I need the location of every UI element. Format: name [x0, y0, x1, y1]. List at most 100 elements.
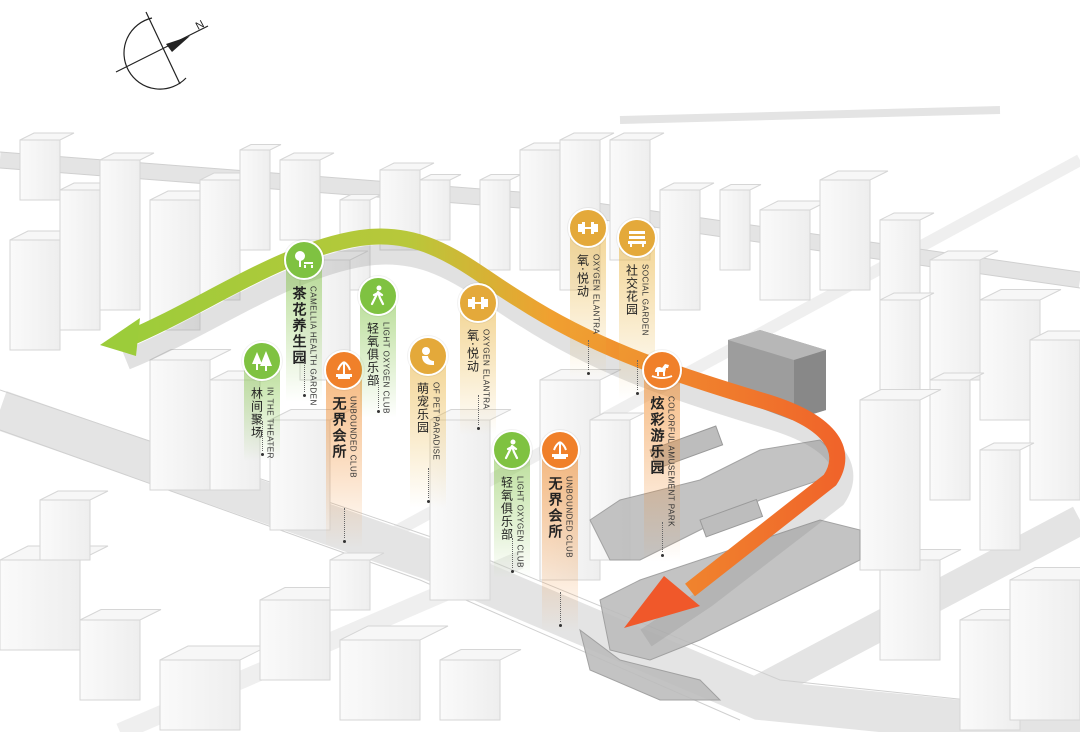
- pin-anchor-dot: [303, 394, 306, 397]
- pin-leader: [588, 340, 589, 370]
- pin-leader: [378, 378, 379, 408]
- building-roof: [100, 153, 154, 160]
- pin-anchor-dot: [427, 500, 430, 503]
- building-roof: [980, 290, 1061, 301]
- pet-icon: [416, 344, 440, 368]
- pin-leader: [662, 522, 663, 552]
- walker-icon: [366, 284, 390, 308]
- pin-badge: [642, 350, 682, 390]
- building-block: [420, 180, 450, 240]
- fountain-icon: [548, 438, 572, 462]
- pin-label-zh: 社交花园: [626, 264, 638, 336]
- pin-leader: [344, 508, 345, 538]
- rocking-horse-icon: [650, 358, 674, 382]
- pin-anchor-dot: [587, 372, 590, 375]
- pin-label-zh: 炫彩游乐园: [650, 396, 664, 527]
- pin-badge: [492, 430, 532, 470]
- pin-leader: [304, 362, 305, 392]
- building-block: [150, 360, 210, 490]
- building-block: [1030, 340, 1080, 500]
- pin-label-en: OF PET PARADISE: [432, 382, 440, 460]
- building-block: [260, 600, 330, 680]
- pin-badge: [458, 283, 498, 323]
- building-block: [440, 660, 500, 720]
- pin-anchor-dot: [661, 554, 664, 557]
- building-block: [240, 150, 270, 250]
- pin-leader: [262, 421, 263, 451]
- building-block: [40, 500, 90, 560]
- pin-label-en: LIGHT OXYGEN CLUB: [382, 322, 390, 414]
- pin-leader: [478, 395, 479, 425]
- building-block: [330, 560, 370, 610]
- pin-badge: [358, 276, 398, 316]
- building-roof: [240, 145, 281, 151]
- building-roof: [380, 163, 434, 170]
- building-block: [660, 190, 700, 310]
- route-arrowhead-start: [100, 318, 140, 356]
- pin-leader: [560, 592, 561, 622]
- pin-anchor-dot: [377, 410, 380, 413]
- pin-label-en: UNBOUNDED CLUB: [565, 476, 573, 558]
- pin-theater: 林间聚场IN THE THEATER: [244, 343, 280, 461]
- pin-label-en: OXYGEN ELANTRA: [592, 254, 600, 334]
- pin-leader: [512, 538, 513, 568]
- building-roof: [880, 213, 934, 220]
- building-block: [20, 140, 60, 200]
- pin-oxygen-club-right: 轻氧俱乐部LIGHT OXYGEN CLUB: [494, 432, 530, 578]
- pin-label-en: COLORFUL AMUSEMENT PARK: [667, 396, 675, 527]
- building-block: [980, 450, 1020, 550]
- pin-badge: [284, 240, 324, 280]
- pin-label-zh: 萌宠乐园: [417, 382, 429, 460]
- building-block: [280, 160, 320, 240]
- building-roof: [40, 491, 108, 500]
- building-block: [760, 210, 810, 300]
- pin-label-zh: 氧·悦动: [467, 329, 479, 409]
- pin-label-zh: 氧·悦动: [577, 254, 589, 334]
- building-block: [880, 560, 940, 660]
- building-roof: [280, 153, 334, 160]
- background-buildings: [0, 133, 1080, 730]
- pin-badge: [568, 208, 608, 248]
- compass: N: [116, 12, 208, 89]
- pin-tea-garden: 茶花养生园CAMELLIA HEALTH GARDEN: [286, 242, 322, 402]
- building-block: [60, 190, 100, 330]
- building-block: [100, 160, 140, 310]
- building-roof: [720, 185, 761, 191]
- building-block: [1010, 580, 1080, 720]
- building-block: [340, 640, 420, 720]
- building-block: [930, 260, 980, 380]
- building-block: [80, 620, 140, 700]
- park-bench-icon: [292, 248, 316, 272]
- pin-leader: [637, 360, 638, 390]
- pin-label-en: CAMELLIA HEALTH GARDEN: [309, 286, 317, 406]
- pin-badge: [617, 218, 657, 258]
- pin-badge: [242, 341, 282, 381]
- pin-labels: 无界会所UNBOUNDED CLUB: [542, 476, 578, 558]
- building-block: [10, 240, 60, 350]
- building-roof: [440, 650, 521, 661]
- pin-badge: [540, 430, 580, 470]
- building-roof: [980, 443, 1034, 450]
- pin-label-en: LIGHT OXYGEN CLUB: [516, 476, 524, 568]
- pin-leader: [428, 468, 429, 498]
- building-roof: [160, 646, 268, 660]
- pin-label-en: OXYGEN ELANTRA: [482, 329, 490, 409]
- building-roof: [660, 183, 714, 190]
- pin-label-zh: 无界会所: [332, 396, 346, 478]
- pin-label-zh: 林间聚场: [251, 387, 263, 459]
- dumbbell-icon: [466, 291, 490, 315]
- building-block: [0, 560, 80, 650]
- pin-badge: [408, 336, 448, 376]
- pin-anchor-dot: [511, 570, 514, 573]
- pin-anchor-dot: [636, 392, 639, 395]
- pin-elantra-top: 氧·悦动OXYGEN ELANTRA: [570, 210, 606, 380]
- building-block: [860, 400, 920, 570]
- building-roof: [860, 390, 941, 401]
